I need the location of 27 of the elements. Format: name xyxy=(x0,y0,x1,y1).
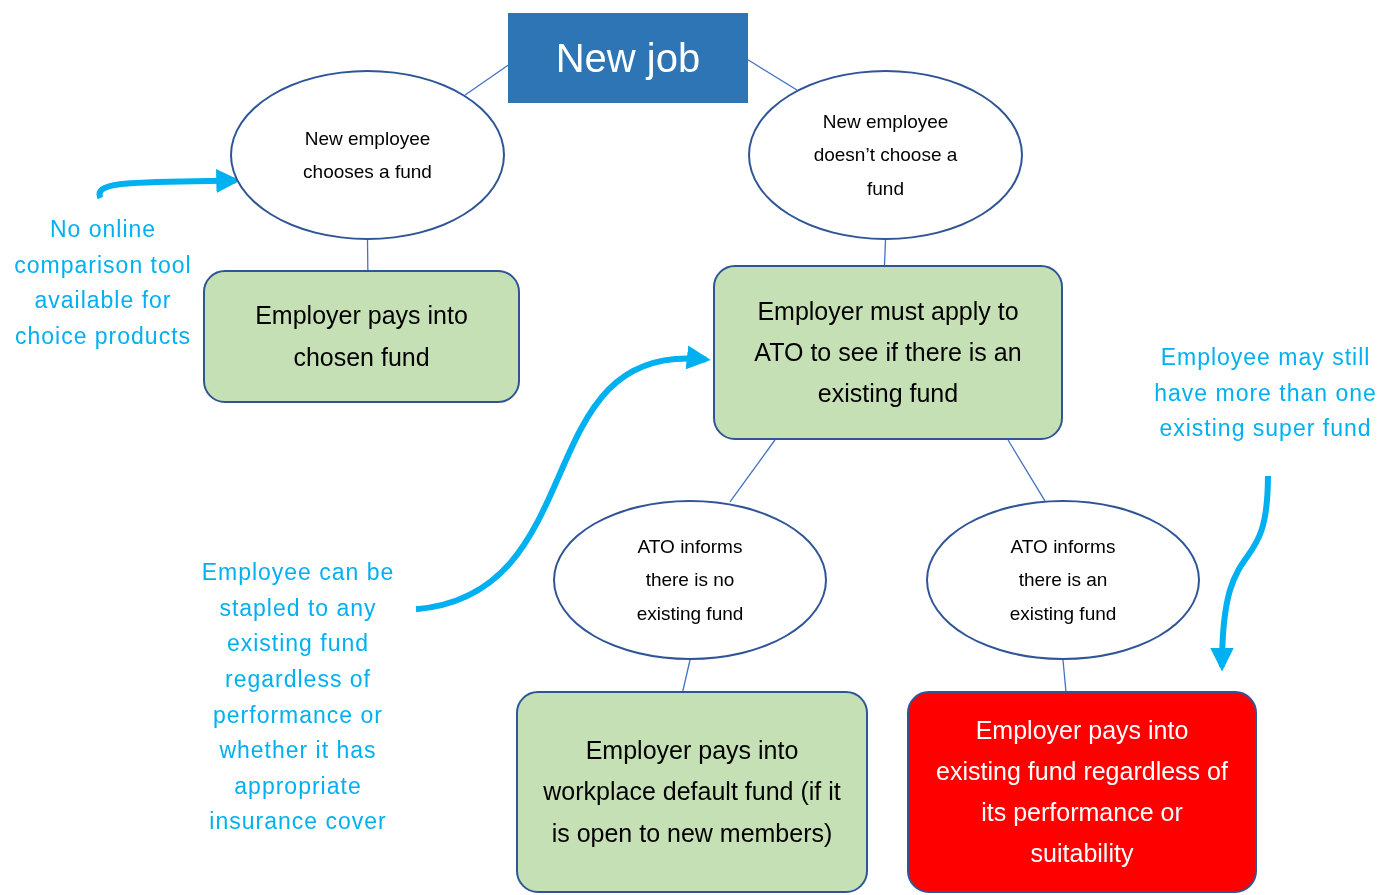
connector-line xyxy=(729,439,776,503)
warning-box xyxy=(907,691,1257,893)
process-box xyxy=(516,691,868,893)
annotation-text: Employee may still have more than one existing super fund xyxy=(1153,343,1378,444)
connector-line xyxy=(682,659,691,692)
process-box xyxy=(713,265,1063,440)
node-text: New employee chooses a fund xyxy=(302,126,433,184)
connector-line xyxy=(747,59,798,91)
connector-line xyxy=(464,64,509,96)
connector-line xyxy=(1007,439,1046,502)
arrow xyxy=(415,347,711,613)
node-text: New job xyxy=(555,35,701,81)
connector-line xyxy=(1062,659,1067,692)
connector-line xyxy=(883,239,887,266)
connector-line xyxy=(366,239,369,271)
node-text: ATO informs there is an existing fund xyxy=(1008,535,1118,626)
node-text: ATO informs there is no existing fund xyxy=(635,535,745,626)
annotation-text: Employee can be stapled to any existing fund regardless of performance or whether it has appropriate insurance cover xyxy=(200,558,396,837)
annotation-text: No online comparison tool available for choice products xyxy=(13,215,193,351)
node-text: Employer pays into chosen fund xyxy=(254,300,469,373)
node-text: Employer pays into existing fund regardless of its performance or suitability xyxy=(935,714,1229,870)
process-box xyxy=(203,270,520,403)
title-box xyxy=(508,13,748,103)
node-text: New employee doesn’t choose a fund xyxy=(812,110,959,201)
node-text: Employer must apply to ATO to see if there is an existing fund xyxy=(753,295,1023,410)
arrow xyxy=(1210,475,1271,672)
node-text: Employer pays into workplace default fund (if it is open to new members) xyxy=(542,735,842,849)
